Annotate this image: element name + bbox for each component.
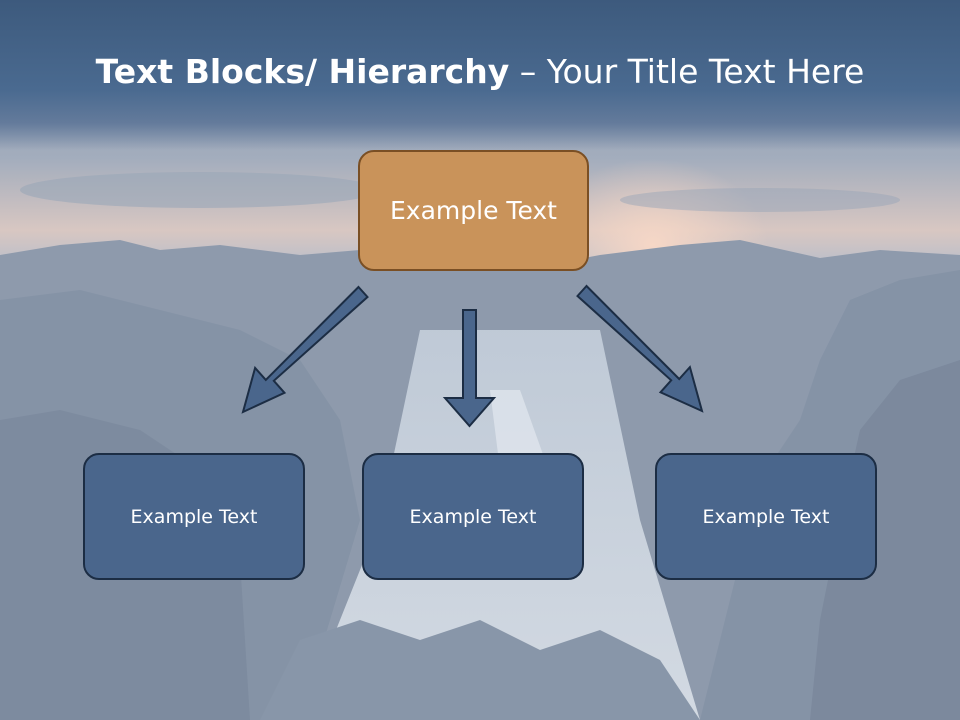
child-text-left: Example Text [130, 505, 258, 528]
arrow-center [442, 309, 497, 428]
root-text-box: Example Text [358, 150, 589, 271]
arrow-right [576, 284, 704, 413]
slide-title-rest: – Your Title Text Here [509, 52, 865, 91]
arrow-left [241, 285, 369, 414]
slide-title: Text Blocks/ Hierarchy – Your Title Text… [0, 52, 960, 91]
child-text-box-left: Example Text [83, 453, 305, 580]
child-text-box-center: Example Text [362, 453, 584, 580]
child-text-center: Example Text [409, 505, 537, 528]
root-text: Example Text [390, 196, 557, 225]
slide-title-bold: Text Blocks/ Hierarchy [95, 52, 510, 91]
child-text-box-right: Example Text [655, 453, 877, 580]
child-text-right: Example Text [702, 505, 830, 528]
title-band [0, 0, 960, 150]
